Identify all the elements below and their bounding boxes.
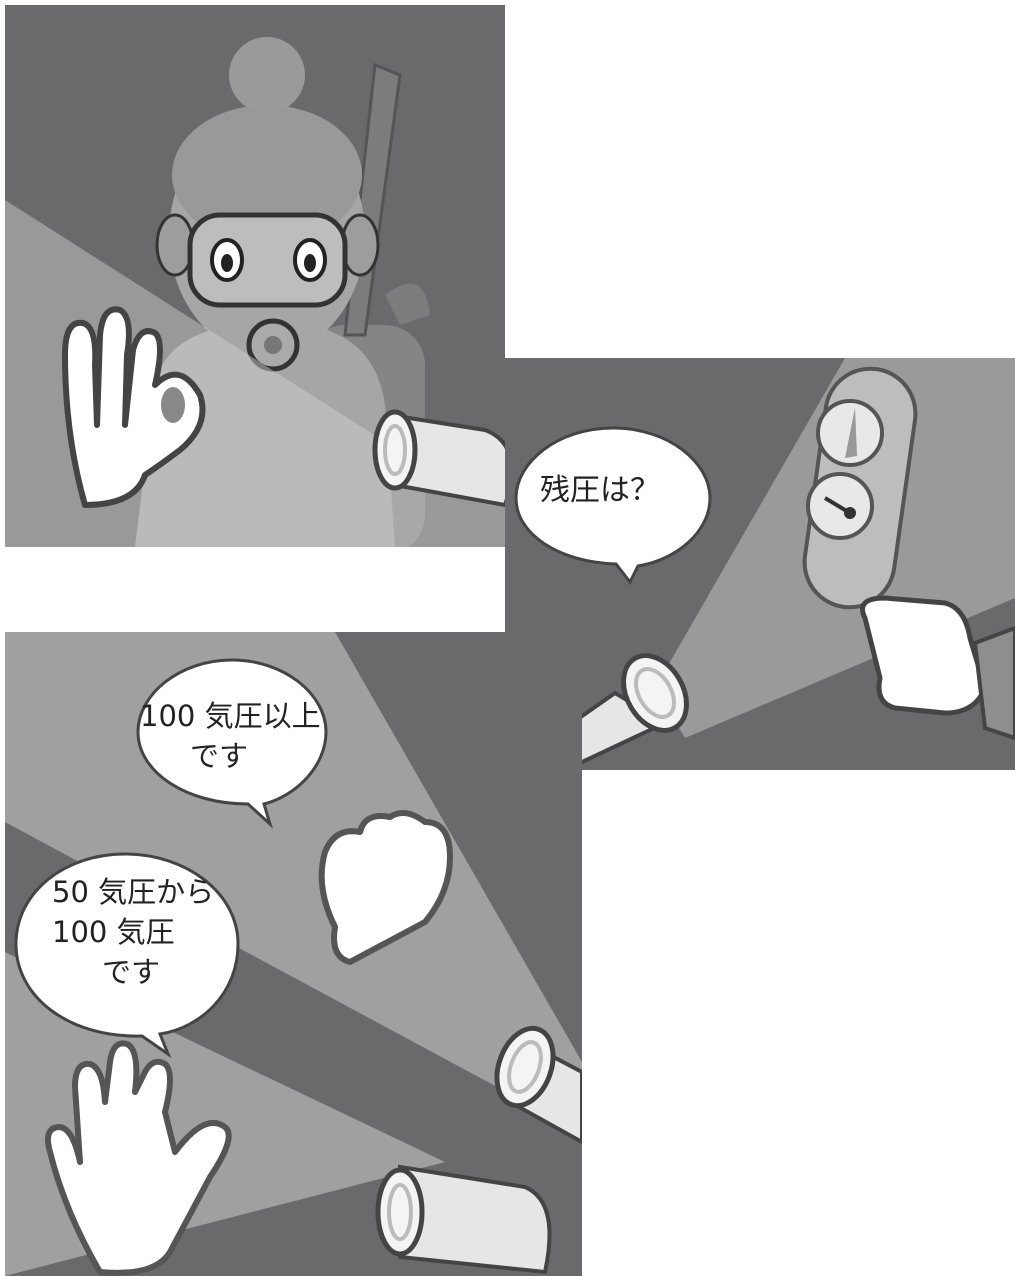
diver-scene xyxy=(5,5,505,547)
bubble-text-50-to-100-line1: 50 気圧から xyxy=(52,874,214,910)
hair-bun xyxy=(229,37,305,113)
bubble-text-50-to-100-line2: 100 気圧 xyxy=(52,914,175,950)
bubble-text-50-to-100-line3: です xyxy=(102,954,160,990)
bubble-text-over-100-line1: 100 気圧以上 xyxy=(140,698,321,734)
bubble-text-over-100-line2: です xyxy=(190,738,248,774)
panel-diver-ok-sign xyxy=(5,5,505,547)
bubble-text-question: 残圧は？ xyxy=(540,472,660,510)
speech-bubble-over-100: 100 気圧以上 です xyxy=(132,654,332,826)
speech-bubble-50-to-100: 50 気圧から 100 気圧 です xyxy=(10,848,245,1058)
speech-bubble-question: 残圧は？ xyxy=(508,420,718,590)
